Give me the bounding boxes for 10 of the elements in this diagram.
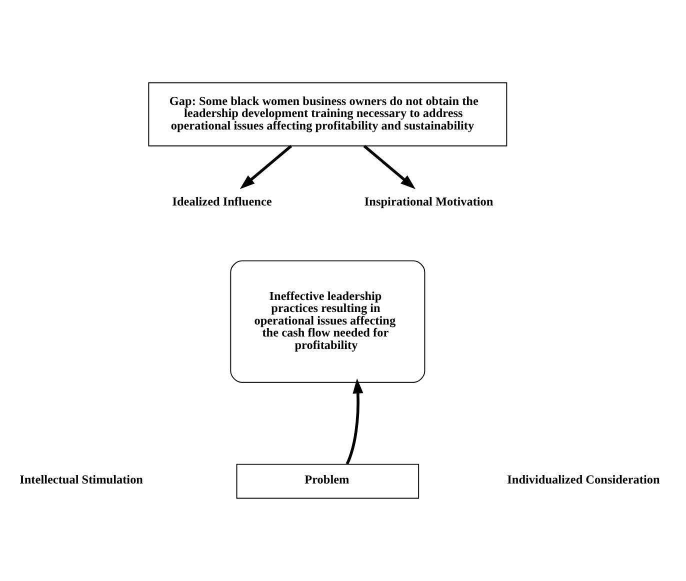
arrow bbox=[240, 144, 292, 190]
node-text: Idealized Influence bbox=[172, 194, 272, 209]
node-box: Ineffective leadership practices resulting in operational issues affecting the cash flow needed for profitability bbox=[230, 260, 426, 383]
node-box: Problem bbox=[236, 464, 420, 499]
arrow bbox=[363, 144, 416, 190]
arrow bbox=[346, 378, 364, 465]
label: Intellectual Stimulation bbox=[20, 472, 143, 487]
label: Individualized Consideration bbox=[507, 472, 660, 487]
node-box: Gap: Some black women business owners do not obtain the leadership development training necessary to address operational issues affecting profitability and sustainability bbox=[148, 82, 508, 146]
node-text: Inspirational Motivation bbox=[364, 194, 494, 209]
